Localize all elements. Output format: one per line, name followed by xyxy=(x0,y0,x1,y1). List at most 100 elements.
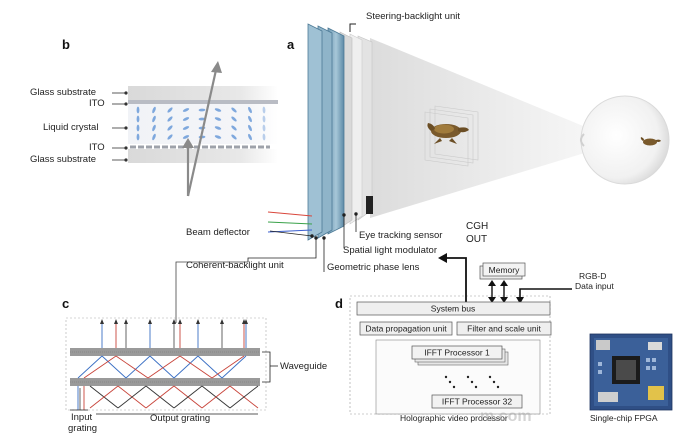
lc-molecule xyxy=(167,107,173,113)
data-propagation-box xyxy=(359,321,453,336)
lc-molecule xyxy=(152,115,156,123)
label-geometric-phase-lens: Geometric phase lens xyxy=(327,262,420,273)
lc-molecule xyxy=(262,124,266,132)
cgh-out-arrow xyxy=(444,257,467,302)
small-turtle-image xyxy=(640,137,661,146)
lc-molecule xyxy=(231,107,237,113)
lc-molecule xyxy=(167,134,173,140)
label-input-grating-1: Input xyxy=(71,412,93,423)
waveguide-ray xyxy=(179,355,213,379)
light-cone xyxy=(370,38,588,218)
waveguide-bracket xyxy=(262,351,278,383)
label-liquid-crystal: Liquid crystal xyxy=(43,122,99,133)
label-ito-bottom: ITO xyxy=(89,142,105,153)
waveguide-ray xyxy=(149,355,175,379)
display-stack xyxy=(307,23,373,241)
lc-molecule xyxy=(214,117,222,121)
lc-molecule xyxy=(152,124,156,132)
steering-bracket xyxy=(349,23,356,32)
waveguide-ray xyxy=(211,355,245,379)
lc-molecule xyxy=(214,135,222,139)
waveguide-ray xyxy=(145,385,175,409)
label-glass-substrate-top: Glass substrate xyxy=(30,87,96,98)
waveguide-ray xyxy=(83,355,117,379)
waveguide-ray xyxy=(101,355,127,379)
deflected-beam-arrow xyxy=(186,69,218,197)
label-holographic-video-processor: Holographic video processor xyxy=(400,413,508,423)
panel-letter-b: b xyxy=(62,37,70,52)
ray-arrowhead xyxy=(114,319,118,324)
lc-molecule xyxy=(231,134,237,140)
ray-arrowhead xyxy=(100,319,104,324)
ito-layer-top xyxy=(128,100,278,104)
label-eye-tracking-sensor: Eye tracking sensor xyxy=(359,230,443,241)
glass-substrate-top xyxy=(128,86,278,100)
label-spatial-light-modulator: Spatial light modulator xyxy=(343,245,437,256)
ifft-processor-1-label: IFFT Processor 1 xyxy=(424,348,490,358)
label-single-chip-fpga: Single-chip FPGA xyxy=(590,413,658,423)
lc-molecule xyxy=(167,116,173,122)
waveguide-ray xyxy=(221,355,247,379)
label-data-input: Data input xyxy=(575,281,614,291)
red-laser-line xyxy=(267,211,313,217)
ray-arrowhead xyxy=(196,319,200,324)
lc-molecule xyxy=(136,124,140,132)
lc-molecule xyxy=(198,117,206,121)
panel-letter-d: d xyxy=(335,296,343,311)
turtle-image xyxy=(427,123,469,144)
lc-molecule xyxy=(248,106,252,114)
filter-scale-box xyxy=(456,321,552,336)
waveguide-rays xyxy=(77,319,259,410)
lc-molecule xyxy=(136,115,140,123)
ray-arrowhead xyxy=(148,319,152,324)
filter-scale-label: Filter and scale unit xyxy=(467,324,541,334)
system-bus-label: System bus xyxy=(431,304,475,314)
memory-label: Memory xyxy=(489,265,520,275)
lc-molecule xyxy=(262,133,266,141)
label-ito-top: ITO xyxy=(89,98,105,109)
lc-molecule xyxy=(198,108,206,112)
waveguide-ray xyxy=(173,385,203,409)
waveguide-ray xyxy=(147,355,181,379)
ray-arrowhead xyxy=(178,319,182,324)
waveguide-ray xyxy=(229,385,259,409)
rgbd-input-arrow xyxy=(519,288,572,300)
lc-molecule xyxy=(136,133,140,141)
lc-molecule xyxy=(262,106,266,114)
watermark: m.com xyxy=(480,408,532,425)
liquid-crystal-molecules xyxy=(136,106,266,141)
label-glass-substrate-bottom: Glass substrate xyxy=(30,154,96,165)
green-laser-line xyxy=(267,221,313,225)
label-rgbd: RGB-D xyxy=(579,271,607,281)
callout-leaders xyxy=(247,212,358,272)
lc-molecule xyxy=(182,126,190,130)
waveguide-ray xyxy=(117,385,147,409)
hologram-grid xyxy=(424,105,479,167)
fpga-board-image xyxy=(589,333,673,411)
lc-molecule xyxy=(152,133,156,141)
data-propagation-label: Data propagation unit xyxy=(365,324,447,334)
panel-letter-c: c xyxy=(62,296,70,311)
lc-molecule xyxy=(136,106,140,114)
glass-substrate-bottom xyxy=(128,149,278,163)
waveguide-ray xyxy=(173,355,199,379)
label-cgh: CGH xyxy=(466,221,489,232)
ifft-dots xyxy=(444,375,500,389)
waveguide-ray xyxy=(115,355,149,379)
waveguide-ray xyxy=(125,355,151,379)
lc-molecule xyxy=(248,133,252,141)
lc-molecule xyxy=(182,135,190,139)
waveguide-ray xyxy=(77,355,103,379)
grating-marks xyxy=(70,351,260,383)
label-coherent-backlight-unit: Coherent-backlight unit xyxy=(186,260,284,271)
ray-arrowhead xyxy=(220,319,224,324)
lc-molecule xyxy=(231,116,237,122)
lc-molecule xyxy=(262,115,266,123)
lc-molecule xyxy=(248,115,252,123)
memory-bus-arrows xyxy=(491,285,505,298)
ray-arrowhead xyxy=(124,319,128,324)
panel-c-frame xyxy=(65,317,267,411)
label-waveguide: Waveguide xyxy=(280,361,328,372)
